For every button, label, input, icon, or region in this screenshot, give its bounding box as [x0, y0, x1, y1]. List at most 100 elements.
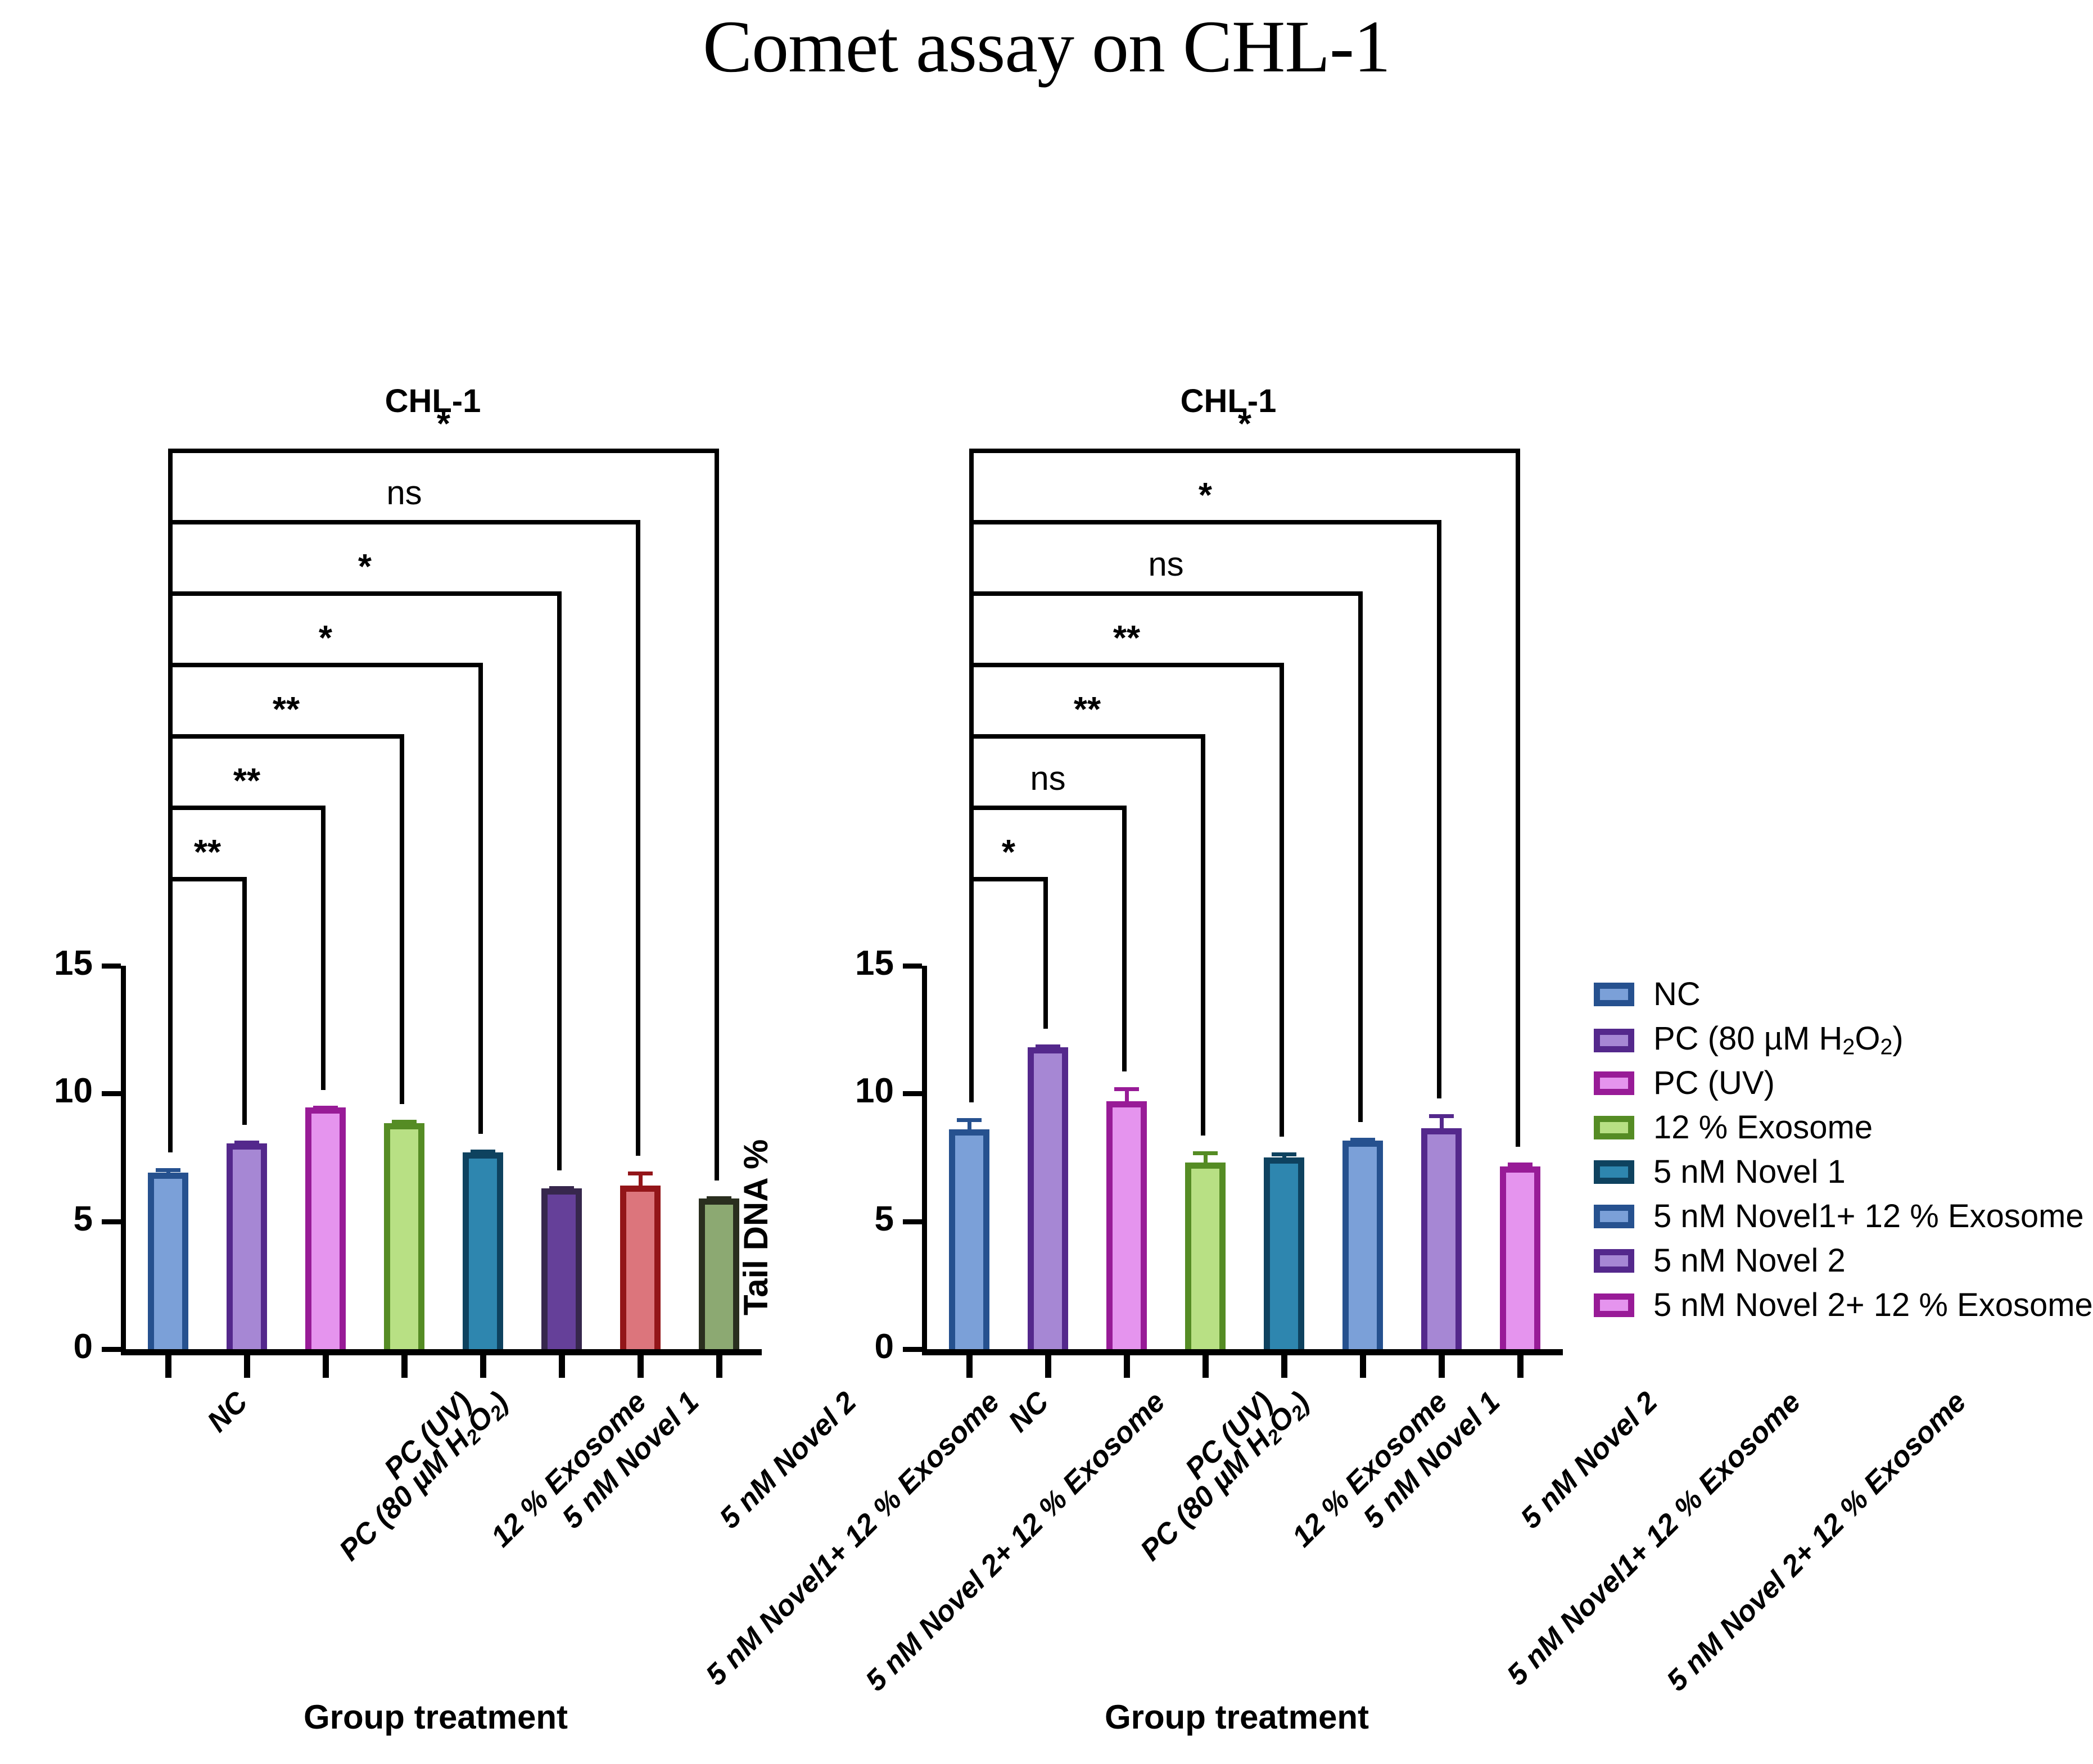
bar-left-4[interactable]: [462, 1152, 504, 1349]
legend-item-1[interactable]: PC (80 µM H2O2): [1594, 1020, 1904, 1060]
y-tick-label-left-1: 5: [73, 1199, 93, 1238]
legend-label-4: 5 nM Novel 1: [1653, 1154, 1846, 1190]
x-tick-left-1: [244, 1355, 250, 1378]
panel-title-right: CHL-1: [1180, 383, 1277, 419]
error-cap-right-5: [1350, 1137, 1375, 1142]
bar-right-7[interactable]: [1499, 1166, 1541, 1349]
error-cap-left-3: [392, 1120, 417, 1124]
legend-swatch-icon-2: [1594, 1071, 1634, 1095]
x-tick-right-1: [1045, 1355, 1051, 1378]
y-tick-label-right-0: 0: [874, 1327, 894, 1366]
legend-swatch-icon-6: [1594, 1249, 1634, 1273]
bar-right-4[interactable]: [1263, 1157, 1305, 1349]
x-category-label-right-1: PC (80 µM H2O2): [1134, 1385, 1316, 1567]
legend-swatch-icon-4: [1594, 1160, 1634, 1184]
x-tick-left-5: [559, 1355, 565, 1378]
error-cap-left-1: [234, 1141, 259, 1145]
bracket-top-line: [969, 806, 1127, 810]
significance-label: *: [358, 548, 372, 586]
legend-label-5: 5 nM Novel1+ 12 % Exosome: [1653, 1198, 2084, 1234]
bracket-right-stem: [636, 520, 640, 1156]
significance-label: *: [1001, 833, 1016, 872]
error-cap-left-7: [707, 1196, 731, 1201]
bracket-right-stem: [1122, 806, 1127, 1071]
legend-item-5[interactable]: 5 nM Novel1+ 12 % Exosome: [1594, 1200, 2084, 1233]
y-tick-label-left-0: 0: [73, 1327, 93, 1366]
significance-label: **: [193, 833, 221, 872]
legend-label-7: 5 nM Novel 2+ 12 % Exosome: [1653, 1287, 2093, 1323]
bracket-right-stem: [715, 449, 719, 1181]
x-tick-left-2: [323, 1355, 329, 1378]
bracket-right-stem: [1280, 663, 1284, 1137]
y-tick-right-2: [903, 1091, 922, 1097]
error-cap-right-2: [1114, 1087, 1139, 1091]
y-axis-right: [922, 966, 927, 1353]
bar-left-2[interactable]: [305, 1107, 346, 1349]
bar-right-5[interactable]: [1342, 1141, 1384, 1349]
bracket-top-line: [168, 806, 326, 810]
bar-left-3[interactable]: [383, 1123, 425, 1349]
legend-swatch-icon-0: [1594, 983, 1634, 1006]
x-category-label-right-0: NC: [1002, 1385, 1055, 1439]
legend-item-0[interactable]: NC: [1594, 978, 1701, 1011]
y-tick-label-left-3: 15: [54, 944, 93, 983]
legend-item-2[interactable]: PC (UV): [1594, 1067, 1775, 1100]
y-tick-right-0: [903, 1347, 922, 1352]
significance-label: ns: [1030, 759, 1066, 797]
bar-right-6[interactable]: [1421, 1128, 1462, 1349]
x-tick-right-3: [1203, 1355, 1209, 1378]
error-cap-right-6: [1429, 1114, 1454, 1118]
y-tick-right-3: [903, 964, 922, 969]
legend-label-2: PC (UV): [1653, 1065, 1775, 1101]
bar-left-1[interactable]: [226, 1143, 268, 1349]
legend-label-0: NC: [1653, 976, 1701, 1012]
bar-left-5[interactable]: [541, 1188, 582, 1349]
x-category-label-right-6: 5 nM Novel 2: [1514, 1385, 1664, 1535]
error-cap-right-4: [1272, 1152, 1296, 1156]
bar-left-0[interactable]: [147, 1173, 189, 1349]
x-tick-right-7: [1517, 1355, 1524, 1378]
x-tick-left-6: [638, 1355, 644, 1378]
bracket-top-line: [168, 591, 562, 596]
bar-right-3[interactable]: [1185, 1163, 1226, 1349]
legend-swatch-icon-3: [1594, 1116, 1634, 1139]
legend-item-7[interactable]: 5 nM Novel 2+ 12 % Exosome: [1594, 1289, 2093, 1322]
bar-left-6[interactable]: [620, 1186, 661, 1349]
legend-item-6[interactable]: 5 nM Novel 2: [1594, 1245, 1846, 1277]
legend-item-4[interactable]: 5 nM Novel 1: [1594, 1156, 1846, 1188]
error-bar-right-2: [1125, 1087, 1129, 1103]
significance-label: ns: [386, 474, 422, 512]
bar-right-1[interactable]: [1027, 1047, 1069, 1349]
y-tick-label-left-2: 10: [54, 1071, 93, 1111]
bracket-right-stem: [1201, 734, 1205, 1136]
legend-item-3[interactable]: 12 % Exosome: [1594, 1111, 1873, 1144]
error-cap-left-6: [628, 1172, 653, 1175]
significance-label: **: [1073, 690, 1101, 729]
significance-label: *: [318, 619, 333, 658]
x-axis-left: [121, 1349, 762, 1355]
error-cap-right-7: [1508, 1163, 1533, 1167]
x-axis-label-right: Group treatment: [1104, 1698, 1369, 1736]
panel-title-left: CHL-1: [385, 383, 481, 419]
error-bar-left-6: [639, 1172, 643, 1188]
x-tick-left-7: [716, 1355, 722, 1378]
bracket-top-line: [168, 520, 640, 524]
y-tick-left-1: [102, 1219, 121, 1224]
legend-label-1: PC (80 µM H2O2): [1653, 1020, 1904, 1060]
x-tick-left-4: [480, 1355, 486, 1378]
significance-label: **: [272, 690, 300, 729]
y-axis-left: [121, 966, 126, 1353]
bracket-right-stem: [1358, 591, 1363, 1122]
x-tick-left-0: [165, 1355, 171, 1378]
x-axis-label-left: Group treatment: [303, 1698, 568, 1736]
legend-swatch-icon-7: [1594, 1293, 1634, 1317]
y-tick-left-0: [102, 1347, 121, 1352]
bar-right-0[interactable]: [948, 1129, 990, 1349]
legend: NC PC (80 µM H2O2) PC (UV) 12 % Exosome 5 nM…: [1594, 978, 2093, 1372]
bar-right-2[interactable]: [1106, 1101, 1147, 1349]
significance-label: ns: [1148, 545, 1184, 583]
bar-left-7[interactable]: [698, 1198, 740, 1349]
error-cap-left-0: [156, 1168, 180, 1173]
